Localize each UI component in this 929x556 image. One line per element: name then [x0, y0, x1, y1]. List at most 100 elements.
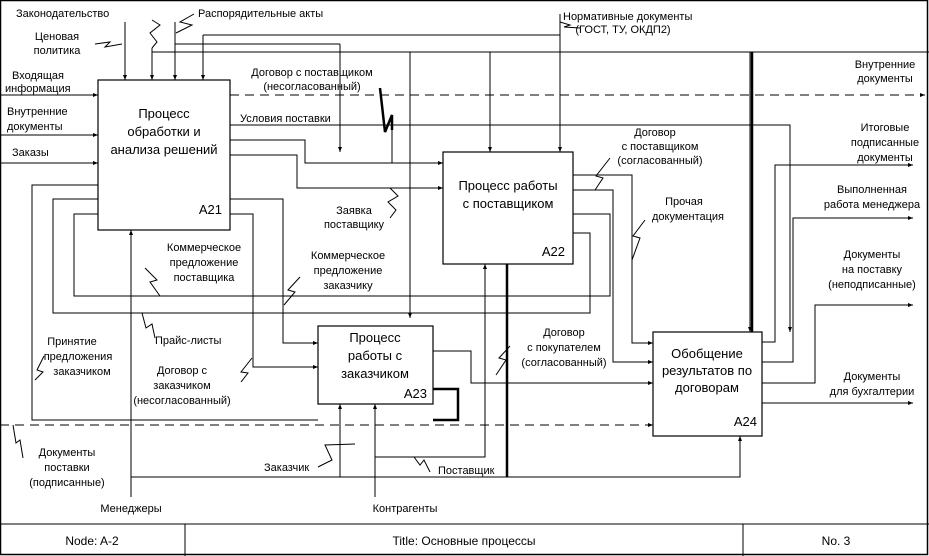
- label-buyer-contract-2: с покупателем: [527, 342, 601, 354]
- label-supply-terms: Условия поставки: [240, 113, 331, 125]
- label-internal-out-2: документы: [857, 73, 913, 85]
- line-managers-a24: [131, 436, 742, 478]
- label-supply-docs-1: Документы: [39, 447, 96, 459]
- squiggle-price: [94, 41, 123, 48]
- label-manager-work-1: Выполненная: [837, 184, 907, 196]
- label-buyer-contract-1: Договор: [543, 327, 585, 339]
- loop-inner: [73, 213, 611, 297]
- label-supplier-offer-3: поставщика: [174, 272, 236, 284]
- squiggle-customer-offer: [283, 276, 301, 306]
- controls: [94, 13, 929, 80]
- label-other-docs-1: Прочая: [665, 196, 703, 208]
- arrow-customer-contract: [230, 213, 318, 369]
- label-cust-contract-3: (несогласованный): [133, 395, 230, 407]
- arrow-other-docs: [573, 189, 653, 364]
- squiggle-normative: [559, 21, 581, 29]
- box-a23-title-3: заказчиком: [341, 366, 409, 381]
- line-supplier-mech: [375, 264, 487, 458]
- box-a24-title-2: результатов по: [662, 363, 752, 378]
- box-a24[interactable]: Обобщение результатов по договорам A24: [652, 331, 763, 437]
- arrow-final-docs: [762, 163, 913, 343]
- squiggle-price-lists: [141, 312, 156, 339]
- label-internal-in-1: Внутренние: [7, 106, 68, 118]
- box-a21-title-2: обработки и: [127, 124, 200, 139]
- squiggle-contract-unagreed: [378, 87, 394, 133]
- label-customer-offer-2: предложение: [314, 265, 383, 277]
- arrow-supply-terms: [230, 124, 792, 332]
- box-a23[interactable]: Процесс работы с заказчиком A23: [317, 325, 434, 405]
- squiggle-supplier-offer: [144, 267, 161, 297]
- box-a23-title-1: Процесс: [349, 330, 401, 345]
- label-normative-2: (ГОСТ, ТУ, ОКДП2): [575, 24, 670, 36]
- squiggle-customer: [317, 443, 356, 468]
- label-orders-in: Заказы: [12, 147, 49, 159]
- box-a24-id: A24: [734, 414, 757, 429]
- label-contract-unagreed-1: Договор с поставщиком: [251, 67, 372, 79]
- squiggle-supply-docs: [12, 424, 24, 459]
- box-a22-id: A22: [542, 244, 565, 259]
- label-accept-3: заказчиком: [53, 366, 110, 378]
- label-contract-unagreed-2: (несогласованный): [263, 81, 360, 93]
- label-cust-contract-2: заказчиком: [153, 380, 210, 392]
- label-counterparties: Контрагенты: [373, 503, 438, 515]
- arrow-buyer-contract: [433, 350, 653, 385]
- label-customer-offer-3: заказчику: [323, 280, 373, 292]
- arrow-customer-offer: [230, 198, 318, 345]
- label-request-1: Заявка: [336, 205, 373, 217]
- label-unsigned-1: Документы: [844, 249, 901, 261]
- label-price-lists: Прайс-листы: [155, 335, 222, 347]
- labels: Законодательство Распорядительные акты Ц…: [5, 8, 921, 515]
- label-final-docs-2: подписанные: [851, 137, 919, 149]
- label-normative-1: Нормативные документы: [563, 11, 692, 23]
- squiggle-supplier: [413, 456, 431, 473]
- label-internal-in-2: документы: [7, 121, 63, 133]
- box-a22-title-2: с поставщиком: [463, 196, 554, 211]
- label-customer-offer-1: Коммерческое: [311, 250, 385, 262]
- squiggle-proposal-accept: [34, 355, 45, 381]
- squiggle-other-docs: [631, 219, 646, 261]
- label-manager-work-2: работа менеджера: [824, 199, 921, 211]
- label-contract-agreed-2: с поставщиком: [622, 141, 699, 153]
- arrow-supply-docs-unsigned: [762, 303, 913, 384]
- box-a24-title-3: договорам: [675, 380, 739, 395]
- squiggle-orders: [175, 13, 195, 34]
- box-a22-title-1: Процесс работы: [458, 178, 557, 193]
- footer-node: Node: A-2: [65, 534, 119, 548]
- label-contract-agreed-3: (согласованный): [617, 155, 702, 167]
- box-a21-id: A21: [199, 202, 222, 217]
- box-a21[interactable]: Процесс обработки и анализа решений A21: [97, 79, 231, 231]
- label-request-2: поставщику: [324, 219, 385, 231]
- footer-title: Title: Основные процессы: [392, 534, 535, 548]
- arrow-supplier-request: [230, 154, 443, 190]
- label-final-docs-3: документы: [857, 152, 913, 164]
- label-legislation: Законодательство: [16, 8, 109, 20]
- label-supplier: Поставщик: [438, 465, 495, 477]
- squiggle-legislation: [149, 19, 161, 49]
- squiggle-customer-contract: [240, 357, 253, 383]
- loop-mid: [52, 198, 591, 314]
- label-buyer-contract-3: (согласованный): [521, 357, 606, 369]
- squiggle-buyer-contract: [495, 345, 511, 376]
- label-incoming-1: Входящая: [12, 70, 64, 82]
- label-managers: Менеджеры: [100, 503, 161, 515]
- label-internal-out-1: Внутренние: [855, 59, 916, 71]
- label-customer: Заказчик: [264, 462, 309, 474]
- box-a21-title-1: Процесс: [138, 106, 190, 121]
- box-a23-id: A23: [404, 386, 427, 401]
- label-unsigned-2: на поставку: [842, 264, 903, 276]
- label-price-2: политика: [34, 45, 82, 57]
- box-a22[interactable]: Процесс работы с поставщиком A22: [442, 151, 574, 265]
- footer: Node: A-2 Title: Основные процессы No. 3: [0, 523, 929, 556]
- label-accounting-2: для бухгалтерии: [830, 386, 915, 398]
- squiggle-contract-agreed: [594, 157, 611, 191]
- label-other-docs-2: документация: [652, 211, 724, 223]
- label-incoming-2: информация: [5, 83, 71, 95]
- label-price-1: Ценовая: [35, 31, 79, 43]
- label-contract-agreed-1: Договор: [634, 127, 676, 139]
- label-supply-docs-3: (подписанные): [29, 477, 104, 489]
- thick-a23-loop: [433, 387, 460, 422]
- label-supplier-offer-2: предложение: [170, 257, 239, 269]
- label-final-docs-1: Итоговые: [861, 122, 910, 134]
- label-accept-1: Принятие: [47, 336, 97, 348]
